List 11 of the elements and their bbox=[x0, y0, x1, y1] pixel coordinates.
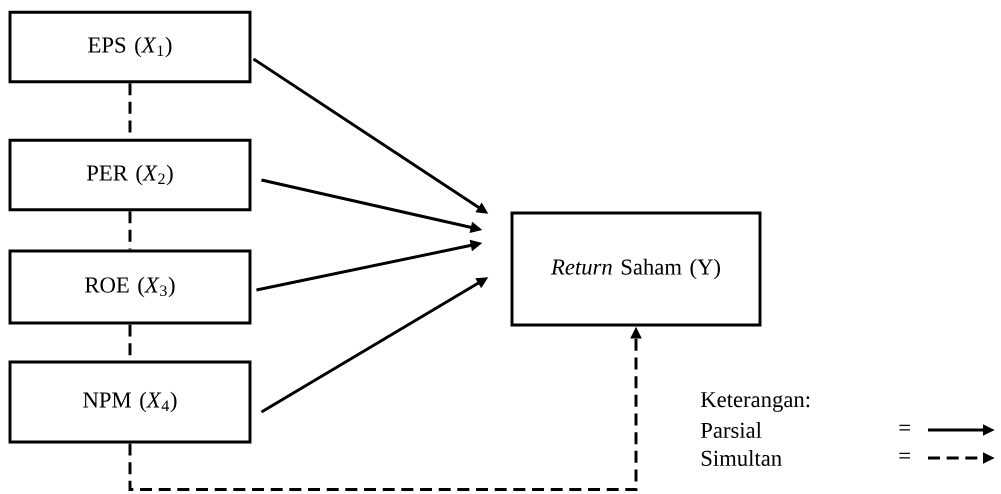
variable-box: NPM (X$_{4}$) bbox=[8, 360, 252, 444]
legend-label: Parsial bbox=[700, 422, 762, 438]
variable-box: PER (X$_{2}$) bbox=[8, 138, 252, 212]
equals-sign: = bbox=[899, 424, 910, 431]
legend-label: Simultan bbox=[701, 450, 782, 466]
equals-sign: = bbox=[899, 452, 910, 459]
variable-box: Return Saham (Y) bbox=[510, 211, 762, 327]
legend-title: Keterangan: bbox=[700, 392, 810, 412]
dashed-connector bbox=[128, 211, 132, 250]
variable-box: EPS (X$_{1}$) bbox=[8, 10, 252, 84]
variable-box: ROE (X$_{3}$) bbox=[8, 249, 252, 325]
